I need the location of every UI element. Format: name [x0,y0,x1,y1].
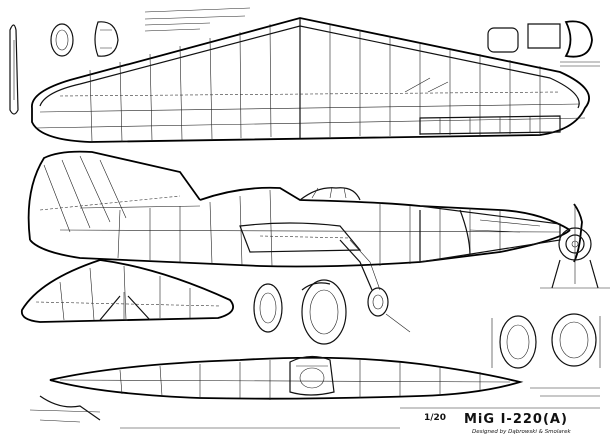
roundels [487,20,600,67]
propeller-front-view [540,203,610,289]
wing-planform [31,17,590,143]
designer-credit: Designed by Dąbrowski & Smolarek [472,429,571,435]
scale-label: 1/20 [424,413,446,423]
fuselage-side-view [27,150,571,268]
fuselage-plan-view [29,355,524,423]
rib-profiles [9,21,119,115]
title-block [120,387,600,429]
wing-notes [144,7,251,32]
aircraft-title: MiG I-220(A) [464,412,568,427]
detail-parts [253,279,601,369]
tailplane [20,259,234,323]
undercarriage [339,239,411,333]
